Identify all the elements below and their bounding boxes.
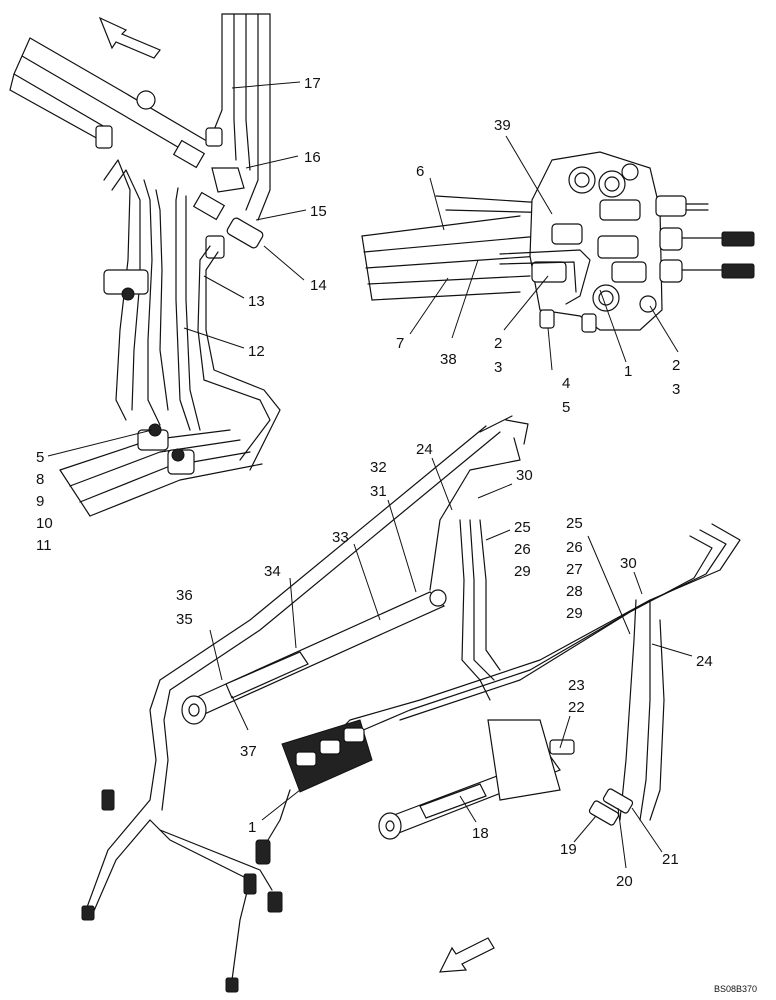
callout-3-valve-right: 3 bbox=[672, 381, 680, 398]
leader-lines-top-right bbox=[409, 135, 679, 371]
top-right-detail bbox=[361, 151, 755, 333]
callout-2-valve-right: 2 bbox=[672, 357, 680, 374]
callout-31: 31 bbox=[370, 483, 387, 500]
callout-15: 15 bbox=[310, 203, 327, 220]
callout-23: 23 bbox=[568, 677, 585, 694]
callout-37: 37 bbox=[240, 743, 257, 760]
callout-19: 19 bbox=[560, 841, 577, 858]
callout-24-right: 24 bbox=[696, 653, 713, 670]
callout-25-left: 25 bbox=[514, 519, 531, 536]
callout-16: 16 bbox=[304, 149, 321, 166]
callout-38: 38 bbox=[440, 351, 457, 368]
callout-10: 10 bbox=[36, 515, 53, 532]
callout-34: 34 bbox=[264, 563, 281, 580]
callout-1-valve: 1 bbox=[624, 363, 632, 380]
callout-20: 20 bbox=[616, 873, 633, 890]
callout-27: 27 bbox=[566, 561, 583, 578]
callout-3-valve-left: 3 bbox=[494, 359, 502, 376]
callout-7: 7 bbox=[396, 335, 404, 352]
direction-arrow-icon bbox=[438, 937, 495, 973]
callout-2-valve-left: 2 bbox=[494, 335, 502, 352]
callout-5-valve: 5 bbox=[562, 399, 570, 416]
callout-6: 6 bbox=[416, 163, 424, 180]
callout-32: 32 bbox=[370, 459, 387, 476]
direction-arrow-icon bbox=[98, 16, 161, 59]
callout-4: 4 bbox=[562, 375, 570, 392]
boom-cylinder-left bbox=[181, 589, 447, 725]
callout-9: 9 bbox=[36, 493, 44, 510]
callout-36: 36 bbox=[176, 587, 193, 604]
callout-25-right: 25 bbox=[566, 515, 583, 532]
callout-12: 12 bbox=[248, 343, 265, 360]
callout-17: 17 bbox=[304, 75, 321, 92]
callout-11: 11 bbox=[36, 537, 52, 554]
callout-35: 35 bbox=[176, 611, 193, 628]
leader-lines-top-left bbox=[47, 81, 307, 457]
callout-22: 22 bbox=[568, 699, 585, 716]
callout-24-left: 24 bbox=[416, 441, 433, 458]
callout-21: 21 bbox=[662, 851, 679, 868]
callout-29-right: 29 bbox=[566, 605, 583, 622]
callout-39: 39 bbox=[494, 117, 511, 134]
callout-8: 8 bbox=[36, 471, 44, 488]
leader-lines-main bbox=[209, 457, 693, 869]
callout-33: 33 bbox=[332, 529, 349, 546]
callout-29-left: 29 bbox=[514, 563, 531, 580]
callout-26-left: 26 bbox=[514, 541, 531, 558]
callout-26-right: 26 bbox=[566, 539, 583, 556]
control-valve-cluster bbox=[255, 719, 373, 865]
callout-13: 13 bbox=[248, 293, 265, 310]
reference-code: BS08B370 bbox=[714, 984, 757, 994]
main-assembly bbox=[81, 415, 741, 993]
callout-30-right: 30 bbox=[620, 555, 637, 572]
top-left-detail bbox=[9, 13, 281, 517]
callout-14: 14 bbox=[310, 277, 327, 294]
callout-5-top-left: 5 bbox=[36, 449, 44, 466]
callout-1-main: 1 bbox=[248, 819, 256, 836]
callout-30-left: 30 bbox=[516, 467, 533, 484]
callout-28: 28 bbox=[566, 583, 583, 600]
callout-18: 18 bbox=[472, 825, 489, 842]
callout-labels: 17 16 15 14 13 12 5 8 9 10 11 39 6 7 38 … bbox=[36, 75, 757, 994]
